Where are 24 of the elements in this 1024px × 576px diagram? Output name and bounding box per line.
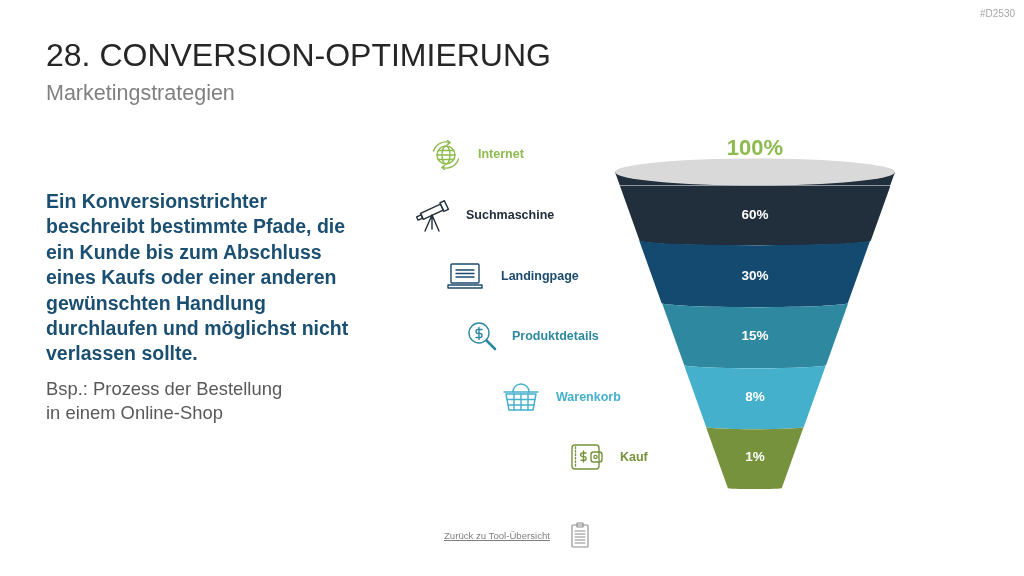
example-text: Bsp.: Prozess der Bestellung in einem Online-Shop — [46, 377, 284, 424]
stage-label: Warenkorb — [556, 389, 621, 405]
percentage-label: 15% — [741, 328, 769, 344]
funnel-opening — [615, 138, 895, 186]
back-link: Zurück zu Tool-Übersicht — [444, 529, 550, 542]
funnel-band — [684, 365, 826, 430]
slide-title: 28. CONVERSION-OPTIMIERUNG — [46, 36, 551, 74]
stage-label: Landingpage — [501, 268, 579, 284]
percentage-label: 8% — [745, 389, 765, 405]
reference-code: #D2530 — [980, 7, 1016, 21]
percentage-label: 100% — [726, 138, 784, 158]
description-text: Ein Konversionstrichter beschreibt bestimmte Pfade, die ein Kunde bis zum Abschluss eines Kaufs oder einer anderen gewünschten Handlung durchlaufen und möglichst nicht verlassen sollte. — [46, 189, 350, 367]
percentage-label: 60% — [741, 207, 769, 223]
percentage-label: 30% — [741, 268, 769, 284]
funnel-band — [619, 185, 891, 246]
funnel-band — [661, 303, 849, 369]
stage-label: Kauf — [620, 449, 648, 465]
stage-label: Suchmaschine — [466, 207, 555, 223]
stage-label: Internet — [478, 146, 524, 162]
percentage-label: 1% — [745, 449, 765, 465]
funnel-band — [706, 427, 804, 490]
funnel-band — [639, 240, 871, 308]
subtitle: Marketingstrategien — [46, 80, 235, 106]
stage-label: Produktdetails — [512, 328, 599, 344]
